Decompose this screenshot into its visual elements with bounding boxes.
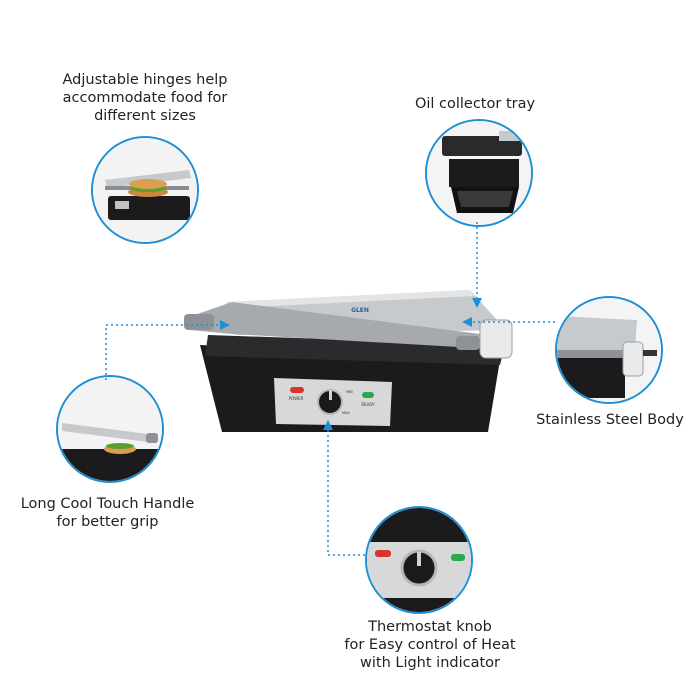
detail-circle-steel-body — [555, 296, 663, 404]
power-led-icon — [290, 387, 304, 393]
connector-thermostat — [327, 428, 365, 556]
label-line: different sizes — [94, 108, 196, 124]
ready-label: READY — [361, 402, 375, 407]
grill-open-with-sandwich-icon — [93, 138, 197, 242]
brand-logo: GLEN — [351, 307, 369, 314]
arrow-head-oil-tray — [472, 298, 482, 308]
arrow-head-steel-body — [462, 317, 472, 327]
arrow-head-handle — [220, 320, 230, 330]
feature-label-steel-body: Stainless Steel Body — [530, 411, 690, 429]
oil-tray-icon — [427, 121, 531, 225]
detail-circle-oil-tray — [425, 119, 533, 227]
contact-grill-product — [184, 290, 513, 432]
label-line: for Easy control of Heat — [344, 637, 516, 653]
ready-led-icon — [362, 392, 374, 398]
arrow-head-thermostat — [323, 420, 333, 430]
connector-handle — [105, 324, 222, 380]
steel-lid-corner-icon — [557, 298, 661, 402]
label-line: Stainless Steel Body — [536, 412, 684, 428]
feature-label-thermostat: Thermostat knob for Easy control of Heat… — [325, 618, 535, 672]
label-line: Long Cool Touch Handle — [20, 496, 195, 512]
label-line: with Light indicator — [360, 655, 500, 671]
knob-min-label: MIN — [346, 390, 353, 394]
feature-label-hinges: Adjustable hinges help accommodate food … — [40, 71, 250, 125]
connector-lines — [105, 222, 555, 556]
knob-max-label: MAX — [342, 411, 350, 415]
label-line: for better grip — [56, 514, 159, 530]
feature-label-handle: Long Cool Touch Handle for better grip — [5, 495, 210, 531]
label-line: accommodate food for — [62, 90, 228, 106]
detail-circle-hinges — [91, 136, 199, 244]
label-line: Thermostat knob — [368, 619, 492, 635]
feature-label-oil-tray: Oil collector tray — [395, 95, 555, 113]
label-line: Oil collector tray — [414, 96, 536, 112]
label-line: Adjustable hinges help — [62, 72, 228, 88]
power-label: POWER — [289, 396, 304, 401]
